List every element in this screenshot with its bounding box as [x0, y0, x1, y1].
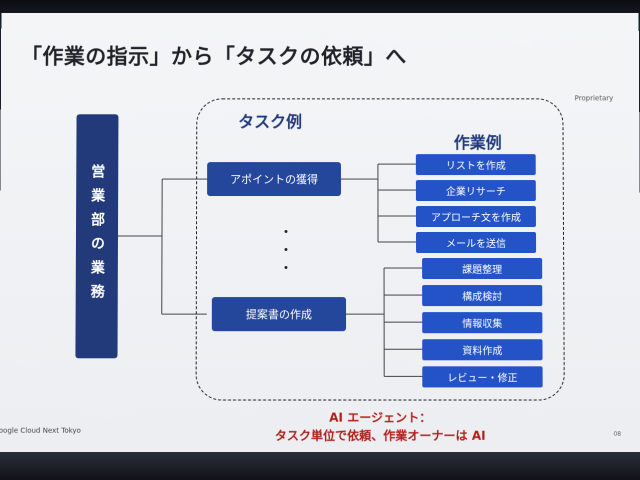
work-box: アプローチ文を作成: [415, 206, 536, 228]
work-box: 構成検討: [422, 285, 543, 307]
work-box: メールを送信: [416, 232, 537, 254]
work-example-header: 作業例: [453, 133, 502, 153]
ai-agent-note: AI エージェント： タスク単位で依頼、作業オーナーは AI: [250, 409, 511, 445]
ai-note-line2: タスク単位で依頼、作業オーナーは AI: [274, 428, 486, 443]
work-box: レビュー・修正: [422, 366, 543, 388]
work-box: 企業リサーチ: [415, 180, 536, 202]
ellipsis-dots: ・・・: [278, 225, 294, 278]
task-box: アポイントの獲得: [207, 162, 341, 197]
presentation-slide: 「作業の指示」から「タスクの依頼」へ Proprietary 営業: [0, 12, 640, 453]
footer-event-name: oogle Cloud Next Tokyo: [0, 426, 81, 435]
sales-dept-box: 営業部の業務: [75, 114, 119, 359]
work-box: リストを作成: [415, 154, 536, 176]
task-box: 提案書の作成: [211, 297, 347, 332]
ai-note-line1: AI エージェント：: [329, 410, 432, 425]
work-box: 課題整理: [422, 258, 543, 280]
sales-dept-label: 営業部の業務: [88, 164, 106, 309]
work-box: 資料作成: [422, 339, 543, 361]
connector-lines: [117, 163, 640, 453]
task-example-header: タスク例: [238, 112, 303, 132]
page-number: 08: [613, 430, 622, 438]
work-box: 情報収集: [422, 312, 543, 334]
stage-background-bottom: [0, 452, 640, 480]
